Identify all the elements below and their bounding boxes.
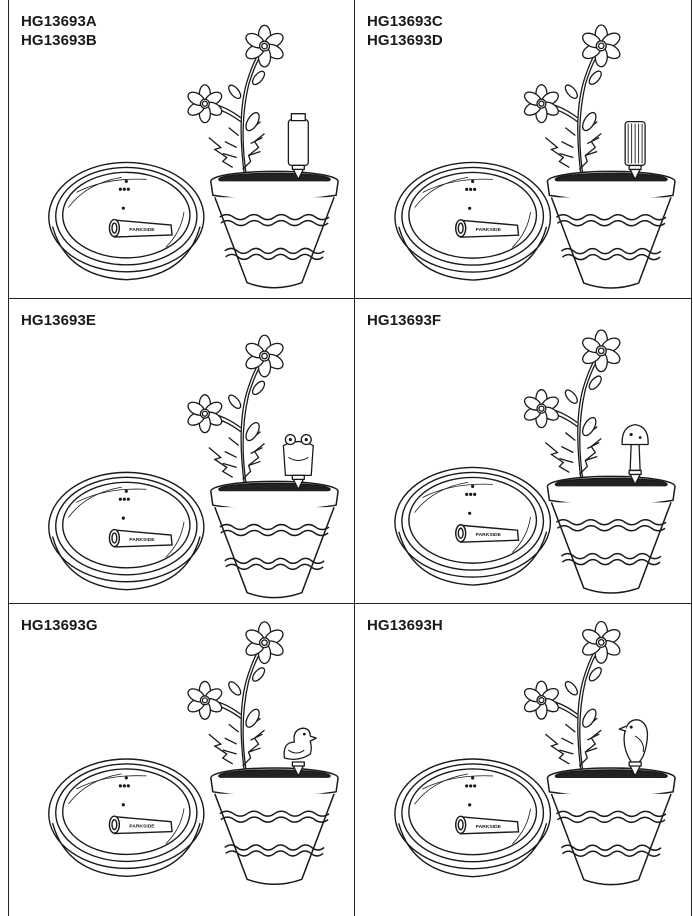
illustration-frog-nozzle: PARKSIDE xyxy=(9,299,354,603)
flower-heads xyxy=(522,622,622,720)
nozzle-in-bowl: PARKSIDE xyxy=(109,816,172,833)
flower-heads xyxy=(186,25,286,122)
nozzle-in-bowl: PARKSIDE xyxy=(456,816,519,833)
nozzle-in-bowl: PARKSIDE xyxy=(456,525,519,542)
flower-pot xyxy=(547,171,675,288)
brand-label: PARKSIDE xyxy=(476,824,502,830)
flower-pot xyxy=(547,768,675,885)
flower-pot xyxy=(547,476,675,593)
water-bowl: PARKSIDE xyxy=(395,467,550,585)
flower-pot xyxy=(211,768,338,884)
product-variant-grid: HG13693A HG13693B PARKSIDE xyxy=(8,0,692,916)
nozzle-in-bowl: PARKSIDE xyxy=(109,530,172,547)
flower-heads xyxy=(186,622,286,719)
illustration-mushroom-nozzle: PARKSIDE xyxy=(355,299,691,603)
water-bowl: PARKSIDE xyxy=(395,162,550,280)
watering-nozzle-bottle xyxy=(288,114,308,180)
nozzle-in-bowl: PARKSIDE xyxy=(109,220,172,237)
variant-cell-h: HG13693H PARKSIDE xyxy=(355,604,692,916)
illustration-duck-nozzle: PARKSIDE xyxy=(9,604,354,916)
flower-pot xyxy=(211,171,338,287)
brand-label: PARKSIDE xyxy=(476,532,502,538)
nozzle-in-bowl: PARKSIDE xyxy=(456,220,519,237)
illustration-bottle-nozzle: PARKSIDE xyxy=(9,0,354,298)
brand-label: PARKSIDE xyxy=(129,537,155,543)
water-bowl: PARKSIDE xyxy=(395,759,551,877)
watering-nozzle-mushroom xyxy=(622,425,648,485)
variant-cell-e: HG13693E PARKSIDE xyxy=(8,299,355,604)
brand-label: PARKSIDE xyxy=(129,824,155,830)
flower-heads xyxy=(522,330,622,428)
brand-label: PARKSIDE xyxy=(476,227,502,233)
water-bowl: PARKSIDE xyxy=(49,472,204,589)
flower-pot xyxy=(211,481,338,597)
water-bowl: PARKSIDE xyxy=(49,759,204,876)
watering-nozzle-ribbed xyxy=(625,122,645,180)
variant-cell-ab: HG13693A HG13693B PARKSIDE xyxy=(8,0,355,299)
water-bowl: PARKSIDE xyxy=(49,162,204,279)
flower-heads xyxy=(186,335,286,432)
variant-cell-cd: HG13693C HG13693D PARKSIDE xyxy=(355,0,692,299)
flower-heads xyxy=(522,25,622,123)
variant-cell-g: HG13693G PARKSIDE xyxy=(8,604,355,916)
variant-cell-f: HG13693F PARKSIDE xyxy=(355,299,692,604)
illustration-ribbed-nozzle: PARKSIDE xyxy=(355,0,691,298)
brand-label: PARKSIDE xyxy=(129,227,155,233)
illustration-bird-nozzle: PARKSIDE xyxy=(355,604,691,916)
